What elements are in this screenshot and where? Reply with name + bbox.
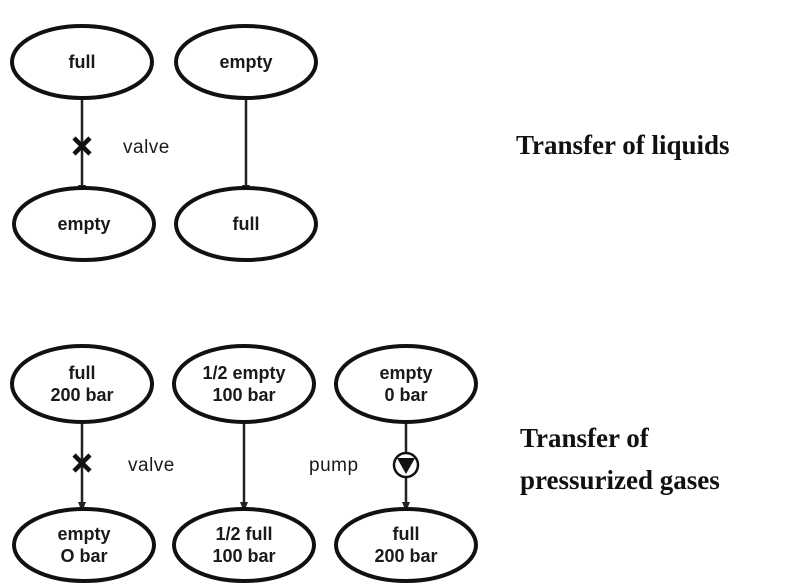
tank-state-label: full: [233, 214, 260, 234]
tank-pressure-label: 200 bar: [50, 385, 113, 405]
tank-state-label: 1/2 empty: [202, 363, 285, 383]
liquids-title: Transfer of liquids: [516, 130, 730, 160]
pump-icon: [392, 451, 420, 479]
gas-valve-label: valve: [128, 455, 175, 476]
tank-state-label: full: [69, 363, 96, 383]
gases-title-line1: Transfer of: [520, 423, 650, 453]
valve-icon: [72, 136, 92, 156]
tank-pressure-label: 100 bar: [212, 546, 275, 566]
gas-tank-c-after: full 200 bar: [334, 507, 478, 583]
tank-pressure-label: 100 bar: [212, 385, 275, 405]
liquid-tank-b-before: empty: [174, 24, 318, 100]
tank-state-label: empty: [57, 214, 110, 234]
tank-state-label: full: [69, 52, 96, 72]
liquids-section: valve full empty empty full Transfer of …: [10, 24, 730, 262]
tank-state-label: empty: [219, 52, 272, 72]
gas-tank-b-after: 1/2 full 100 bar: [172, 507, 316, 583]
gas-tank-a-after: empty O bar: [12, 507, 156, 583]
tank-pressure-label: O bar: [60, 546, 107, 566]
liquid-valve-label: valve: [123, 137, 170, 158]
tank-pressure-label: 0 bar: [384, 385, 427, 405]
tank-pressure-label: 200 bar: [374, 546, 437, 566]
liquid-tank-b-after: full: [174, 186, 318, 262]
tank-state-label: full: [393, 524, 420, 544]
gases-section: valve pump full 200 bar 1/2 empty 100 ba…: [10, 344, 720, 583]
gas-tank-c-before: empty 0 bar: [334, 344, 478, 424]
gas-pump-label: pump: [309, 455, 359, 476]
liquid-tank-a-before: full: [10, 24, 154, 100]
valve-icon: [72, 453, 92, 473]
gases-title-line2: pressurized gases: [520, 465, 720, 495]
liquid-tank-a-after: empty: [12, 186, 156, 262]
gas-tank-a-before: full 200 bar: [10, 344, 154, 424]
tank-state-label: 1/2 full: [215, 524, 272, 544]
gas-tank-b-before: 1/2 empty 100 bar: [172, 344, 316, 424]
tank-state-label: empty: [379, 363, 432, 383]
tank-state-label: empty: [57, 524, 110, 544]
